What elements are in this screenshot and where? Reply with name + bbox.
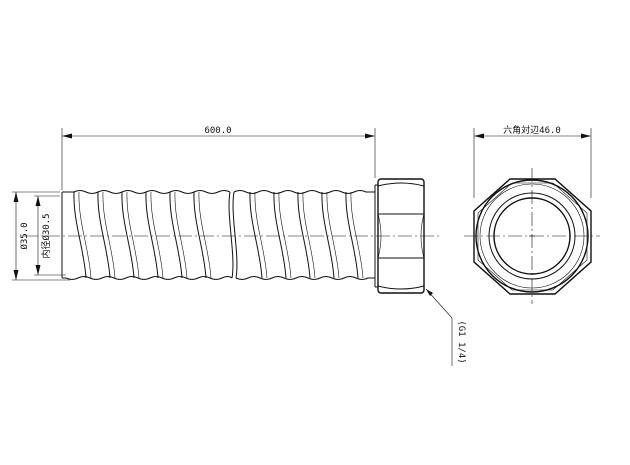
hose-spiral-ridges — [73, 191, 364, 279]
end-view: 六角対辺46.0 — [464, 124, 600, 304]
hose-ridge-shadow — [350, 191, 364, 279]
hose-ridge — [97, 191, 111, 279]
hose-ridge-shadow — [102, 191, 116, 279]
length-dimension-label: 600.0 — [204, 126, 231, 136]
hose-ridge — [249, 191, 263, 279]
side-view: 600.0 Ø35.0 内径Ø30.5 — [12, 126, 466, 366]
hex-nut-outline — [473, 178, 592, 295]
hose-ridge-shadow — [326, 191, 340, 279]
hose-ridge-shadow — [198, 191, 212, 279]
hose-ridge — [273, 191, 287, 279]
length-dimension: 600.0 — [61, 126, 376, 190]
across-flats-dimension: 六角対辺46.0 — [473, 124, 592, 198]
hose-ridge-shadow — [126, 191, 140, 279]
thread-callout-label: (G1 1/4) — [456, 320, 466, 363]
thread-callout: (G1 1/4) — [425, 288, 466, 366]
hose-ridge-shadow — [174, 191, 188, 279]
hose-ridge — [193, 191, 207, 279]
hose-ridge — [321, 191, 335, 279]
hose-ridge — [73, 191, 87, 279]
hose-ridge — [169, 191, 183, 279]
hose-ridge-shadow — [278, 191, 292, 279]
inner-diameter-dimension: 内径Ø30.5 — [34, 195, 66, 276]
across-flats-label: 六角対辺46.0 — [503, 124, 561, 136]
hose-ridge-shadow — [150, 191, 164, 279]
hex-nut-inner-chamfer — [477, 182, 588, 291]
hose-ridge — [345, 191, 359, 279]
hose-ridge — [121, 191, 135, 279]
hose-ridge — [297, 191, 311, 279]
hose-ridge — [145, 191, 159, 279]
hose-outline — [61, 190, 375, 280]
hose-ridge-shadow — [254, 191, 268, 279]
hose-ridge-shadow — [302, 191, 316, 279]
hose-ridge-shadow — [78, 191, 92, 279]
